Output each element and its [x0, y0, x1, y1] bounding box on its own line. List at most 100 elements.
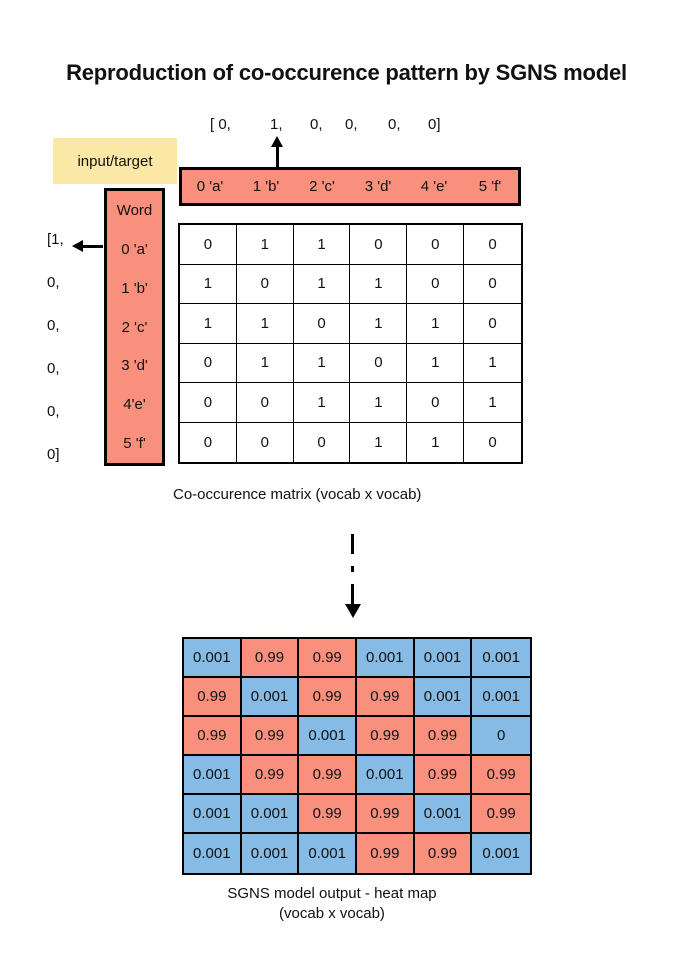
matrix-cell: 0: [180, 383, 237, 423]
heatmap-cell: 0.001: [241, 834, 300, 873]
matrix-caption: Co-occurence matrix (vocab x vocab): [173, 486, 422, 503]
heatmap-cell: 0.001: [414, 639, 473, 678]
heatmap-cell: 0.99: [241, 639, 300, 678]
word-column-cell: 1 'b': [121, 279, 148, 297]
heatmap-cell: 0.001: [472, 678, 530, 717]
heatmap-cell: 0.001: [357, 639, 415, 678]
matrix-cell: 0: [407, 383, 465, 423]
matrix-cell: 1: [293, 264, 351, 304]
heatmap-cell: 0.99: [357, 717, 415, 756]
dashed-down-arrow-icon: [351, 534, 354, 554]
heatmap-cell: 0.001: [414, 795, 473, 834]
matrix-cell: 0: [180, 225, 237, 265]
top-vector-value: 0,: [310, 116, 323, 133]
word-column-cell: 0 'a': [121, 240, 148, 258]
up-arrow-icon: [276, 146, 279, 168]
matrix-cell: 1: [236, 304, 294, 344]
heatmap-cell: 0.99: [241, 717, 300, 756]
matrix-cell: 1: [350, 264, 408, 304]
matrix-cell: 1: [464, 383, 521, 423]
matrix-cell: 0: [180, 343, 237, 383]
left-one-hot-vector: [1, 0, 0, 0, 0, 0]: [47, 231, 64, 464]
heatmap-cell: 0.001: [184, 834, 242, 873]
heatmap-cell: 0.99: [241, 756, 300, 795]
heatmap-cell: 0.99: [414, 717, 473, 756]
matrix-cell: 0: [236, 383, 294, 423]
heatmap-cell: 0.001: [472, 834, 530, 873]
vocab-header-cell: 3 'd': [364, 178, 392, 195]
vocab-header-cell: 4 'e': [420, 178, 448, 195]
heatmap-cell: 0.99: [357, 678, 415, 717]
left-arrow-head-icon: [72, 240, 83, 252]
left-vector-value: 0,: [47, 360, 60, 377]
top-vector-value: 0,: [345, 116, 358, 133]
word-column-cell: 3 'd': [121, 357, 148, 375]
heatmap-cell: 0.99: [414, 756, 473, 795]
vocab-header-cell: 2 'c': [309, 178, 335, 195]
matrix-cell: 1: [180, 264, 237, 304]
top-vector-value: [ 0,: [210, 116, 231, 133]
matrix-cell: 1: [464, 344, 521, 383]
left-arrow-icon: [82, 245, 103, 248]
matrix-cell: 1: [293, 343, 351, 383]
word-column: Word 0 'a' 1 'b' 2 'c' 3 'd' 4'e' 5 'f': [104, 188, 165, 466]
heatmap-cell: 0.99: [184, 717, 242, 756]
heatmap-cell: 0.99: [184, 678, 242, 717]
matrix-cell: 1: [407, 422, 465, 462]
matrix-cell: 1: [293, 383, 351, 423]
heatmap-cell: 0.001: [357, 756, 415, 795]
vocab-header-cell: 0 'a': [196, 178, 224, 195]
top-vector-value: 0,: [388, 116, 401, 133]
heatmap-cell: 0.99: [299, 756, 357, 795]
heatmap-cell: 0.001: [184, 639, 242, 678]
heatmap-cell: 0.001: [241, 678, 300, 717]
matrix-cell: 0: [350, 343, 408, 383]
heatmap-cell: 0.99: [299, 678, 357, 717]
sgns-heatmap: 0.001 0.99 0.99 0.001 0.001 0.001 0.99 0…: [182, 637, 532, 875]
heatmap-cell: 0.99: [357, 834, 415, 873]
matrix-cell: 1: [236, 343, 294, 383]
heatmap-caption-line1: SGNS model output - heat map: [227, 885, 437, 902]
word-column-cell: 5 'f': [123, 435, 146, 453]
left-vector-value: 0,: [47, 317, 60, 334]
cooccurrence-matrix: 0 1 1 0 0 0 1 0 1 1 0 0 1 1 0 1 1 0 0 1 …: [178, 223, 523, 464]
heatmap-cell: 0.001: [472, 639, 530, 678]
heatmap-caption-line2: (vocab x vocab): [279, 905, 385, 922]
vocab-header-cell: 5 'f': [478, 178, 502, 195]
heatmap-cell: 0: [472, 717, 530, 756]
left-vector-value: [1,: [47, 231, 64, 248]
heatmap-cell: 0.001: [299, 834, 357, 873]
matrix-cell: 0: [350, 225, 408, 265]
left-vector-value: 0,: [47, 274, 60, 291]
matrix-cell: 0: [236, 264, 294, 304]
left-vector-value: 0,: [47, 403, 60, 420]
heatmap-cell: 0.001: [414, 678, 473, 717]
matrix-cell: 1: [350, 304, 408, 344]
matrix-cell: 1: [293, 225, 351, 265]
matrix-cell: 0: [237, 422, 294, 462]
heatmap-cell: 0.99: [299, 639, 357, 678]
up-arrow-head-icon: [271, 136, 283, 147]
matrix-cell: 1: [407, 304, 465, 344]
matrix-cell: 0: [180, 422, 237, 462]
top-vector-value: 1,: [270, 116, 283, 133]
top-vector-value: 0]: [428, 116, 441, 133]
heatmap-caption: SGNS model output - heat map (vocab x vo…: [157, 884, 507, 924]
dashed-down-arrow-head-icon: [345, 604, 361, 618]
heatmap-cell: 0.99: [472, 756, 530, 795]
heatmap-cell: 0.99: [472, 795, 530, 834]
heatmap-cell: 0.99: [414, 834, 473, 873]
word-column-cell: 4'e': [123, 396, 146, 414]
input-target-label: input/target: [53, 138, 177, 184]
dashed-down-arrow-icon: [351, 584, 354, 606]
matrix-cell: 1: [407, 343, 465, 383]
matrix-cell: 0: [464, 225, 521, 265]
matrix-cell: 0: [407, 225, 465, 265]
matrix-cell: 1: [350, 422, 408, 462]
heatmap-cell: 0.001: [299, 717, 357, 756]
word-column-header: Word: [116, 201, 153, 219]
heatmap-cell: 0.99: [299, 795, 357, 834]
heatmap-cell: 0.99: [357, 795, 415, 834]
matrix-cell: 0: [293, 304, 351, 344]
